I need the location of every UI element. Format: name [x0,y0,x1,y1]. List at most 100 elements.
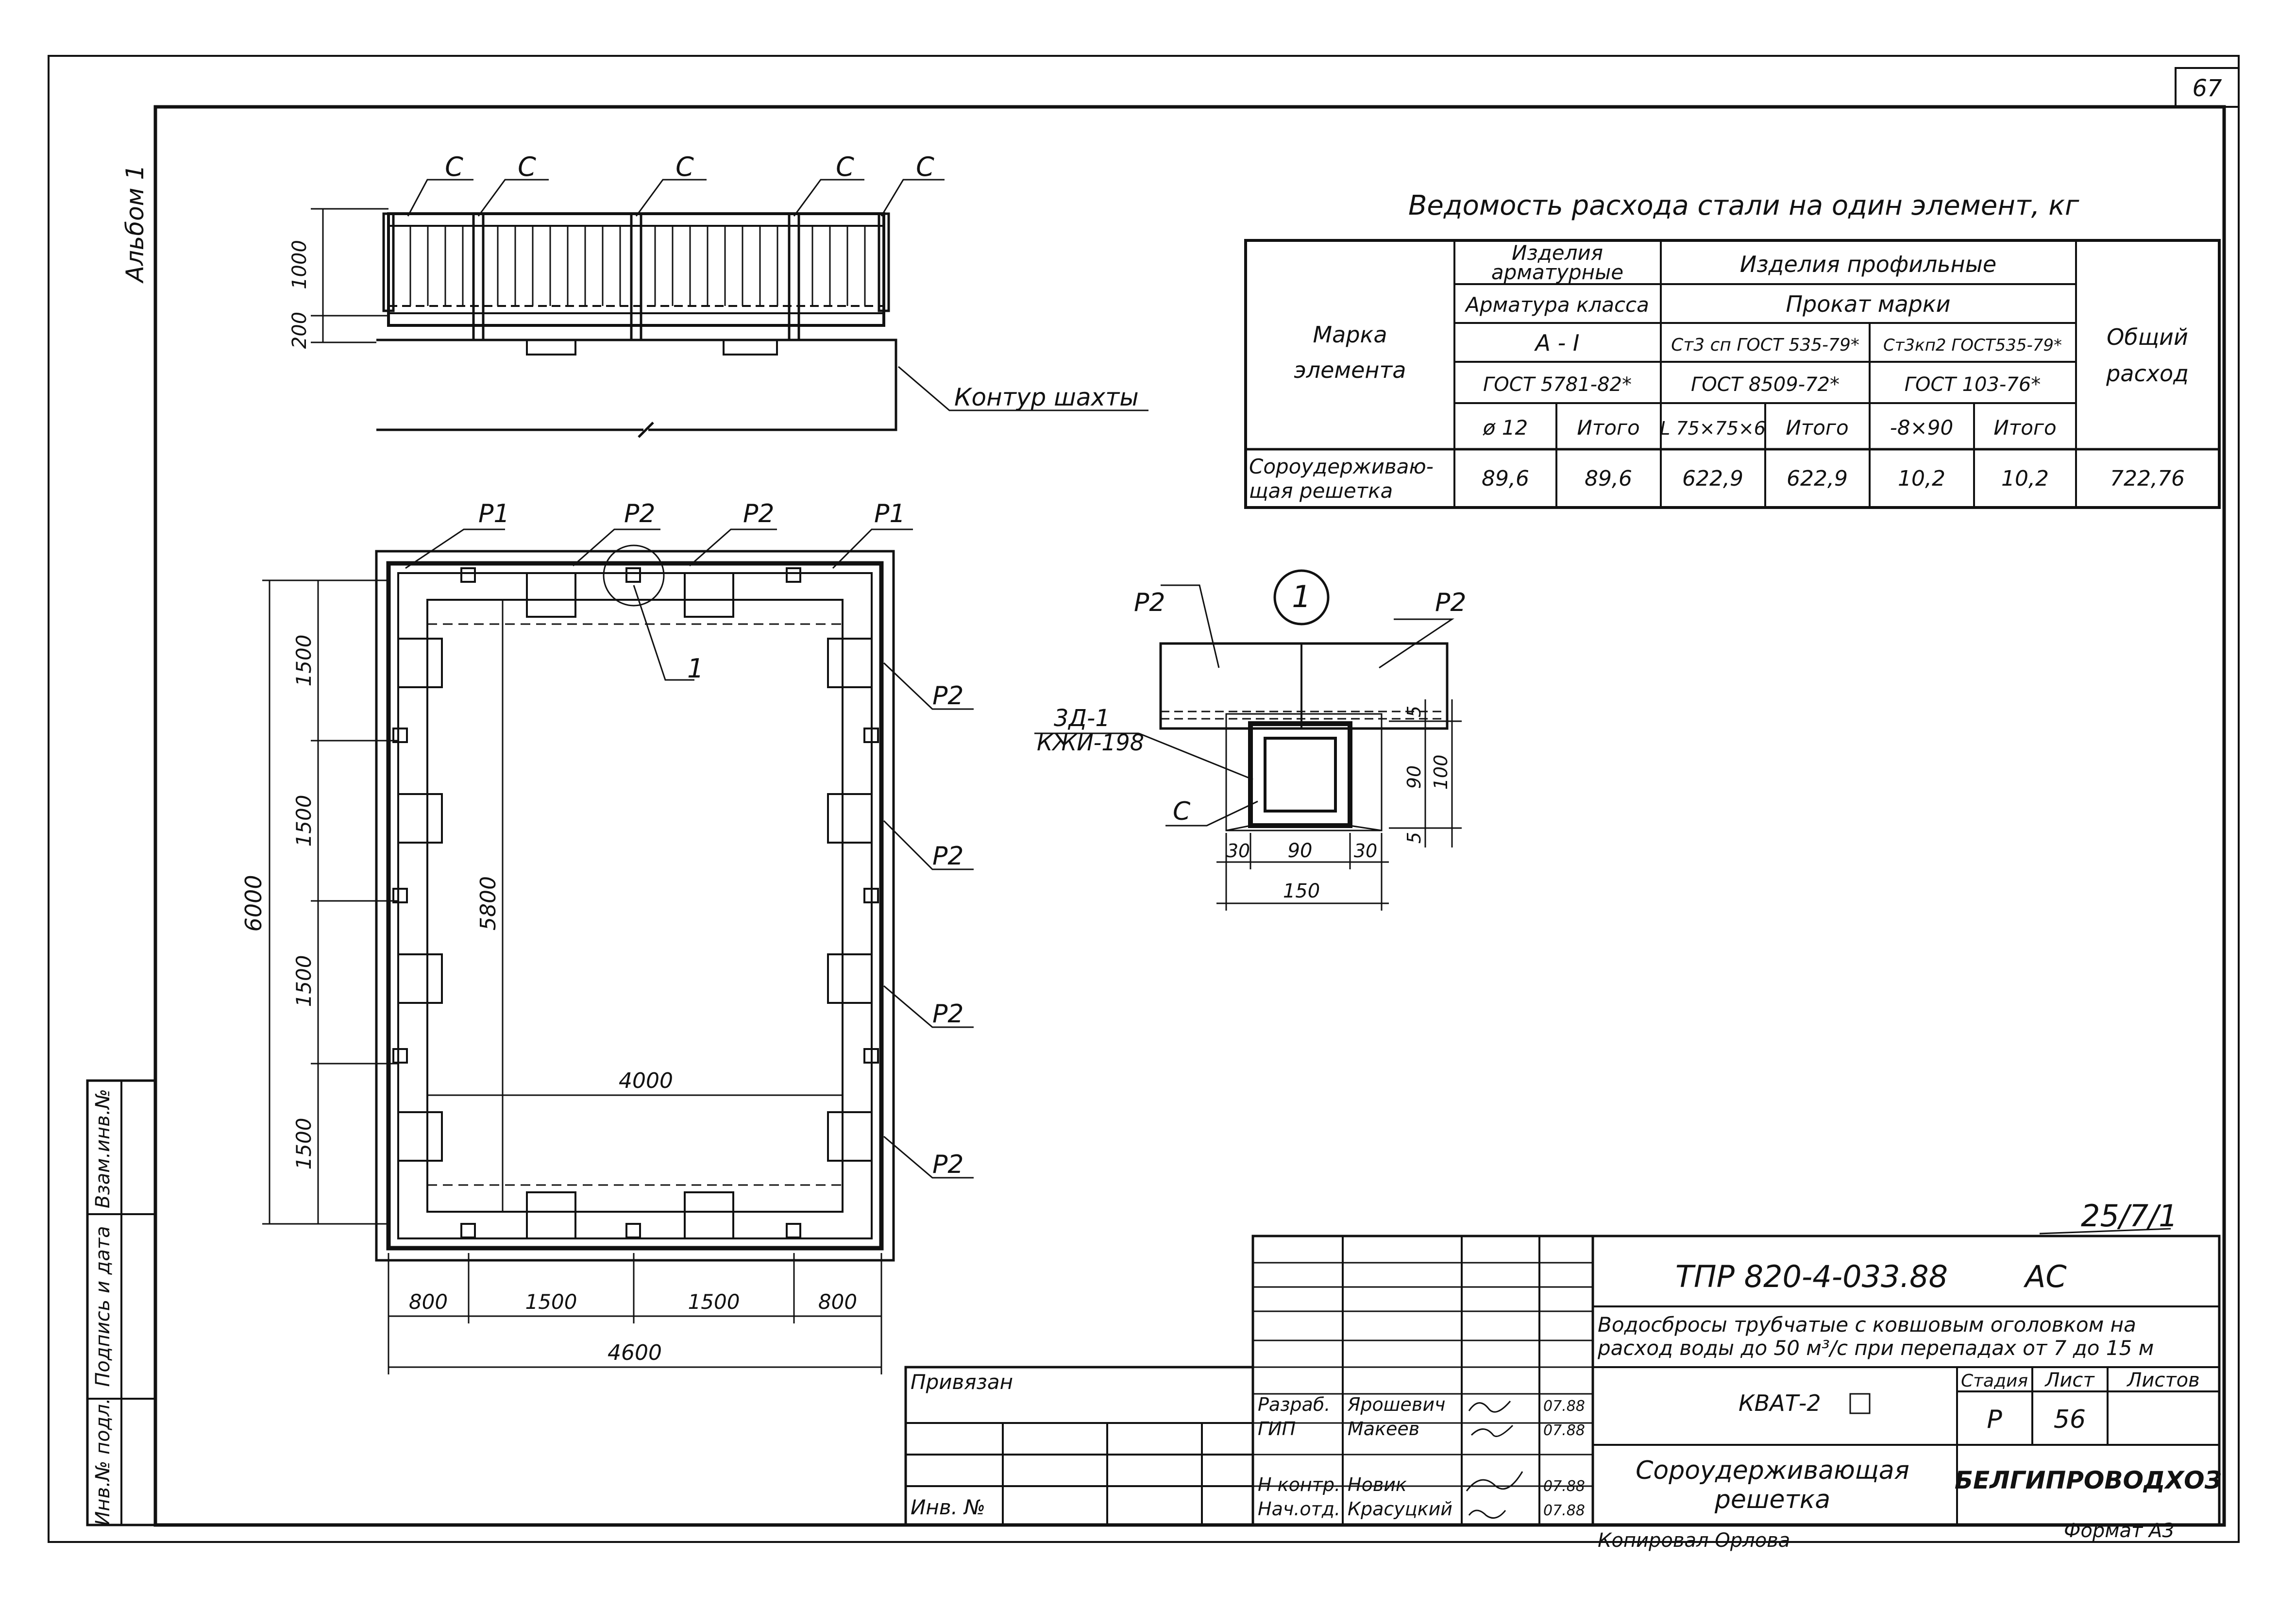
plan-label-right-2: P2 [932,842,963,871]
role-4: Нач.отд. [1258,1498,1340,1520]
plan-label-right-4: P2 [932,1150,963,1179]
date-4: 07.88 [1543,1502,1585,1519]
plan-dim-left-2: 1500 [292,795,316,847]
side-stamp-vzam: Взам.инв.№ [92,1089,114,1208]
th-rebar-class: Арматура класса [1464,293,1649,317]
node-1-circle [603,544,665,607]
th-rolled: Прокат марки [1786,291,1950,317]
cell-overall: 722,76 [2110,466,2185,491]
th-gost8509: ГОСТ 8509-72* [1691,373,1840,396]
side-stamp-sign: Подпись и дата [92,1226,114,1387]
detail-c-label: С [1173,797,1191,826]
stage-value: Р [1987,1405,2002,1434]
th-a1: A - I [1534,330,1580,356]
embedded-plate [625,567,641,583]
steel-table: Ведомость расхода стали на один элемент,… [1244,190,2221,509]
copied-by: Копировал Орлова [1598,1529,1790,1552]
embedded-plate [786,567,801,583]
elev-section-label-5: С [916,152,934,182]
grate-bars [409,226,866,306]
signature-3 [1466,1471,1523,1491]
date-1: 07.88 [1543,1398,1585,1415]
embedded-plate [625,1223,641,1238]
cell-L75: 622,9 [1682,466,1743,491]
role-3: Н контр. [1258,1474,1340,1495]
th-total3: Итого [1993,416,2056,440]
elev-section-label-2: С [518,152,536,182]
embedded-plate [863,888,879,903]
shaft-contour-label: Контур шахты [954,383,1139,411]
detail-dim-30-left: 30 [1227,840,1250,862]
doc-code: ТПР 820-4-033.88 [1675,1259,1948,1294]
sheet-title-1: Сороудерживающая [1636,1456,1909,1485]
row-name-2: щая решетка [1249,479,1393,503]
detail-dim-100: 100 [1430,755,1452,790]
format-label: Формат А3 [2064,1520,2175,1542]
signature-4 [1468,1509,1506,1519]
plan-dim-4600: 4600 [608,1340,662,1365]
th-st3kp2: Ст3кп2 ГОСТ535-79* [1883,336,2062,355]
embedded-plate [392,888,408,903]
plan-dim-bottom-3: 1500 [688,1290,740,1314]
plan-dim-left-1: 1500 [292,635,316,687]
project-line-2: расход воды до 50 м³/с при перепадах от … [1597,1336,2154,1360]
sheet-header: Лист [2044,1369,2095,1391]
signature-1 [1468,1401,1511,1413]
sheets-header: Листов [2126,1369,2199,1391]
embedded-plate [460,1223,476,1238]
cell-total2: 622,9 [1787,466,1848,491]
bound-label: Привязан [911,1370,1013,1394]
embedded-plate [392,1048,408,1064]
cell-d12: 89,6 [1482,466,1529,491]
embedded-plates [392,567,879,1238]
title-block: 25/7/1 Привязан Инв. № Разраб. ГИП Н кон… [904,1198,2222,1552]
elevation-view: С С С С С 1000 200 Контур шахты [288,152,1148,438]
detail-dim-90-v: 90 [1403,765,1425,789]
th-overall-2: расход [2106,360,2189,387]
elev-section-label-3: С [675,152,694,182]
th-overall-1: Общий [2107,324,2188,350]
plan-label-right-3: P2 [932,999,963,1029]
embedded-plate [392,728,408,743]
signature-2 [1470,1424,1514,1437]
th-profile-items: Изделия профильные [1740,251,1996,277]
detail-dim-5-bot: 5 [1403,832,1425,844]
plan-dim-6000: 6000 [240,875,267,932]
embedded-plate [863,728,879,743]
cell-strip: 10,2 [1898,466,1945,491]
cell-total3: 10,2 [2001,466,2049,491]
th-strip: -8×90 [1890,416,1954,440]
object-code: КВАТ-2 [1739,1390,1821,1416]
plan-dim-bottom-2: 1500 [525,1290,577,1314]
sheet-no-value: 56 [2054,1405,2086,1434]
detail-dim-30-right: 30 [1354,840,1377,862]
project-line-1: Водосбросы трубчатые с ковшовым оголовко… [1598,1313,2136,1337]
side-stamp-inv: Инв.№ подл. [92,1398,114,1525]
name-1: Ярошевич [1347,1394,1445,1415]
elev-dim-1000: 1000 [288,240,311,289]
th-mark-1: Марка [1313,322,1387,348]
plan-dim-5800: 5800 [476,876,501,931]
detail-number: 1 [1292,579,1311,614]
plan-label-right-1: P2 [932,681,963,711]
role-1: Разраб. [1258,1394,1330,1415]
inv-no-label: Инв. № [911,1495,985,1519]
node-1-ref: 1 [687,653,704,684]
th-mark-2: элемента [1294,357,1406,383]
archive-number: 25/7/1 [2081,1198,2178,1234]
detail-1: 1 P2 P2 3Д-1 КЖИ-198 С 5 90 100 5 [1034,569,1466,911]
th-st3sp: Ст3 сп ГОСТ 535-79* [1671,335,1859,355]
embedded-plate [460,567,476,583]
detail-embed-code: 3Д-1 [1054,705,1110,732]
plan-label-top-1: P1 [478,499,509,528]
role-2: ГИП [1258,1418,1296,1440]
name-4: Красуцкий [1348,1498,1452,1520]
plan-label-top-4: P1 [874,499,905,528]
plan-label-top-3: P2 [743,499,774,528]
detail-p2-left: P2 [1134,588,1165,617]
th-rebar-items-1: Изделия [1512,241,1603,265]
elev-section-label-1: С [445,152,463,182]
sheet-title-2: решетка [1714,1485,1830,1514]
side-stamp: Взам.инв.№ Подпись и дата Инв.№ подл. [86,1079,157,1526]
